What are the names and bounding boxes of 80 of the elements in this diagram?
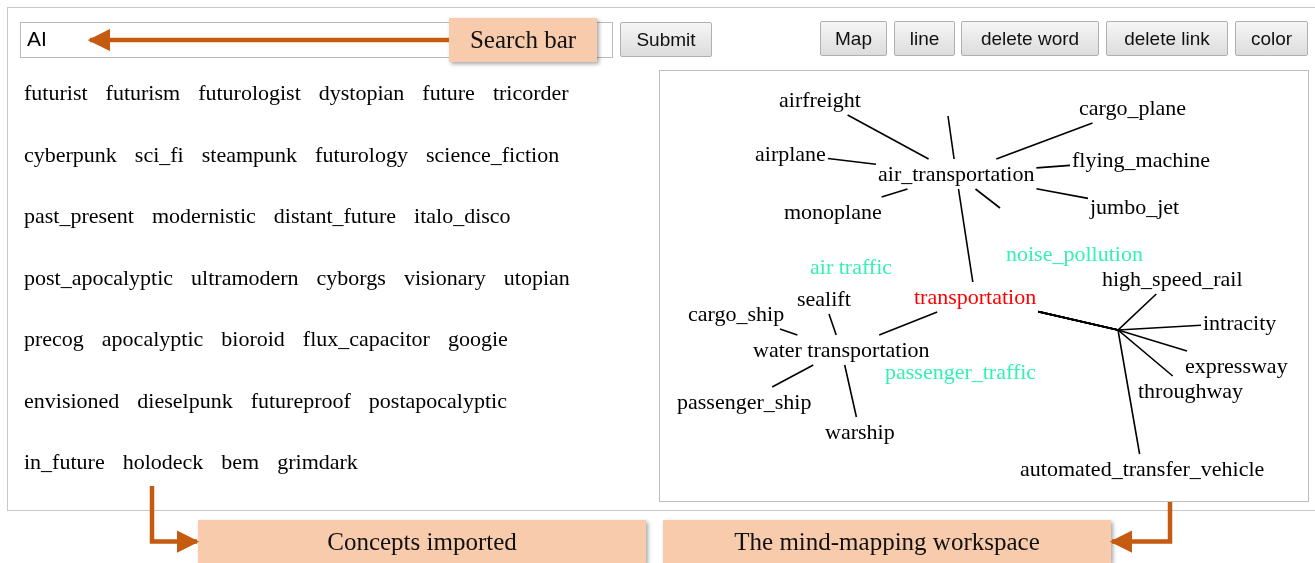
map-word: monoplane bbox=[784, 199, 882, 225]
concept-word: dystopian bbox=[318, 80, 405, 105]
map-word: expressway bbox=[1185, 353, 1288, 379]
map-word: noise_pollution bbox=[1006, 241, 1143, 267]
link-line bbox=[1037, 310, 1141, 455]
map-word: intracity bbox=[1203, 310, 1277, 336]
submit-button: Submit bbox=[620, 22, 712, 57]
concept-word: utopian bbox=[503, 264, 570, 290]
callout-box: Concepts imported bbox=[198, 520, 646, 563]
map-word: cargo_plane bbox=[1079, 95, 1187, 121]
concept-word: bem bbox=[221, 449, 260, 474]
concept-word: holodeck bbox=[122, 449, 204, 474]
concept-word: grimdark bbox=[277, 449, 358, 474]
link-line bbox=[843, 364, 858, 418]
link-line bbox=[771, 364, 815, 388]
map-word: airfreight bbox=[779, 87, 861, 113]
concept-word: sci_fi bbox=[134, 141, 184, 167]
delete-link-button: delete link bbox=[1106, 21, 1228, 56]
map-word: sealift bbox=[797, 286, 851, 312]
map-word: automated_transfer_vehicle bbox=[1020, 456, 1265, 482]
concept-word: futurism bbox=[105, 80, 181, 105]
map-button: Map bbox=[820, 21, 887, 56]
map-word: transportation bbox=[914, 284, 1037, 310]
concept-word: futureproof bbox=[250, 387, 351, 413]
map-word: jumbo_jet bbox=[1090, 194, 1180, 220]
link-line bbox=[957, 188, 974, 283]
concept-word: visionary bbox=[403, 264, 486, 290]
concept-word: italo_disco bbox=[414, 203, 511, 228]
concept-word: postapocalyptic bbox=[368, 387, 507, 413]
concept-word: modernistic bbox=[151, 203, 256, 228]
concept-word: tricorder bbox=[492, 80, 569, 105]
link-line bbox=[1035, 188, 1089, 200]
workspace-panel bbox=[659, 70, 1309, 502]
map-word: air_transportation bbox=[878, 161, 1035, 187]
link-line bbox=[1035, 164, 1071, 169]
map-word: throughway bbox=[1138, 378, 1244, 404]
map-word: passenger_ship bbox=[677, 389, 812, 415]
concept-word: futurology bbox=[315, 141, 408, 167]
arrow bbox=[149, 486, 200, 553]
concept-word: flux_capacitor bbox=[302, 326, 430, 351]
line-button: line bbox=[894, 21, 955, 56]
concept-word: futurist bbox=[24, 80, 88, 105]
link-line bbox=[878, 311, 938, 336]
color-button: color bbox=[1235, 21, 1308, 56]
link-line bbox=[827, 157, 877, 166]
link-line bbox=[828, 313, 837, 336]
concept-word: futurologist bbox=[198, 80, 301, 105]
delete-word-button: delete word bbox=[961, 21, 1099, 56]
map-word: air traffic bbox=[810, 254, 893, 280]
map-word: high_speed_rail bbox=[1102, 266, 1243, 292]
concept-word: distant_future bbox=[273, 203, 397, 228]
concept-word: past_present bbox=[24, 203, 134, 228]
link-line bbox=[947, 115, 955, 160]
concept-word: ultramodern bbox=[191, 264, 299, 290]
concept-word: in_future bbox=[24, 449, 105, 474]
map-word: warship bbox=[825, 419, 895, 445]
map-word: cargo_ship bbox=[688, 301, 785, 327]
callout-box: Search bar bbox=[449, 18, 597, 62]
map-word: flying_machine bbox=[1072, 147, 1211, 173]
concept-word: apocalyptic bbox=[101, 326, 204, 351]
concept-word: future bbox=[422, 80, 475, 105]
concept-word: post_apocalyptic bbox=[24, 264, 174, 290]
concept-word: googie bbox=[447, 326, 508, 351]
link-line bbox=[846, 114, 930, 160]
concept-word: science_fiction bbox=[425, 141, 560, 167]
link-line bbox=[779, 328, 799, 336]
concept-word: steampunk bbox=[201, 141, 298, 167]
arrow bbox=[87, 28, 449, 52]
arrow bbox=[1109, 502, 1173, 553]
concept-word: envisioned bbox=[24, 387, 120, 413]
concept-word: precog bbox=[24, 326, 84, 351]
link-line bbox=[995, 122, 1094, 160]
concept-word: bioroid bbox=[221, 326, 285, 351]
map-word: airplane bbox=[755, 141, 826, 167]
concept-word: cyborgs bbox=[316, 264, 386, 290]
concept-word: cyberpunk bbox=[24, 141, 117, 167]
link-line bbox=[974, 188, 1001, 209]
link-line bbox=[880, 188, 909, 198]
concept-word: dieselpunk bbox=[137, 387, 233, 413]
callout-box: The mind-mapping workspace bbox=[663, 520, 1111, 563]
